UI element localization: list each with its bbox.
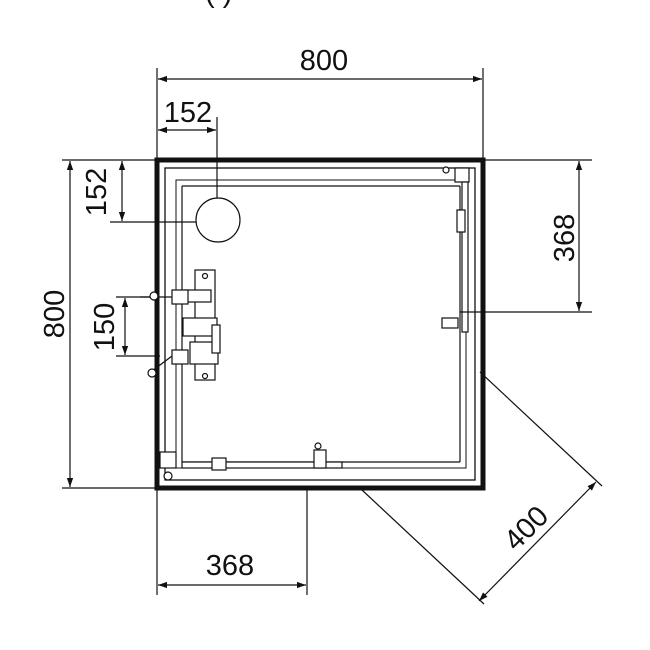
top-clipped-label: ( ) — [205, 0, 232, 9]
label-outer-height: 800 — [39, 290, 71, 338]
dimension-drain-offset-y: 152 — [81, 161, 196, 223]
label-drain-offset-y: 152 — [81, 168, 113, 216]
label-fitting-spacing: 150 — [89, 303, 121, 351]
right-door-hinge-icon — [441, 166, 470, 333]
label-outer-width: 800 — [300, 45, 348, 77]
enclosure-frame — [154, 157, 486, 491]
dimension-outer-width: 800 — [156, 45, 484, 158]
dimension-door-hinge-right: 368 — [460, 159, 592, 313]
bottom-door-hinge-icon — [159, 442, 343, 481]
label-door-hinge-bottom: 368 — [206, 550, 254, 582]
dimension-outer-height: 800 — [39, 159, 155, 489]
drain-icon — [195, 197, 241, 243]
label-door-opening-diagonal: 400 — [498, 500, 555, 557]
dimension-drain-offset-x: 152 — [158, 97, 218, 198]
label-door-hinge-right: 368 — [549, 214, 581, 262]
mixer-tap-icon — [140, 269, 221, 381]
label-drain-offset-x: 152 — [164, 97, 212, 129]
dimension-door-hinge-bottom: 368 — [156, 490, 308, 595]
dimension-fitting-spacing: 150 — [89, 296, 160, 357]
